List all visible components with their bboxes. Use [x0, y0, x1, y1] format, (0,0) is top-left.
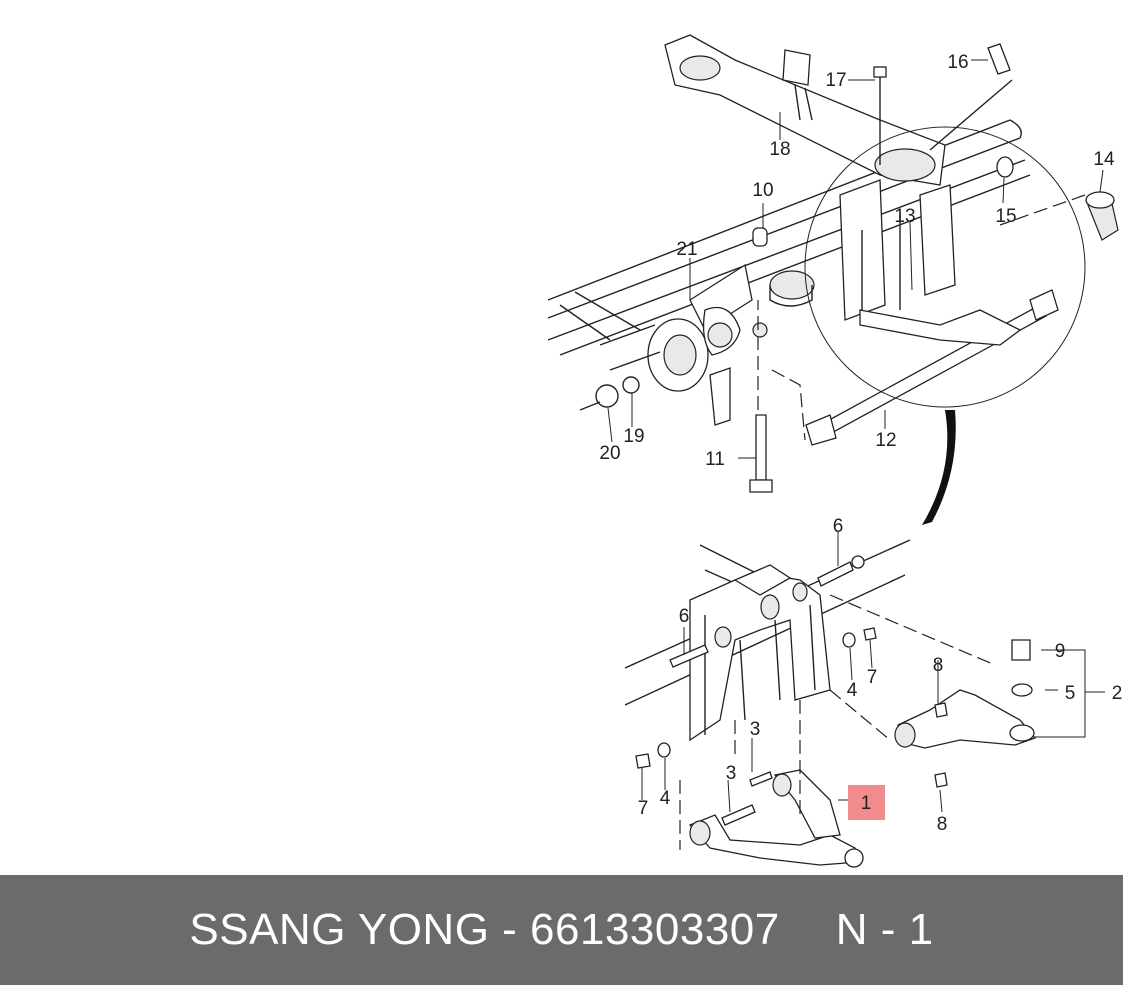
- callout-9: 9: [1055, 641, 1066, 662]
- leader-lines: [607, 59, 1105, 813]
- callout-18: 18: [769, 139, 790, 160]
- footer-caption: SSANG YONG - 6613303307 N - 1: [0, 875, 1123, 985]
- callout-21: 21: [676, 239, 697, 260]
- callout-11: 11: [705, 449, 725, 470]
- footer-separator: -: [489, 905, 531, 954]
- callout-labels: 1 2 3 3 4 4 5 6 6 7 7 8 8 9 10 11 12 13 …: [599, 52, 1122, 835]
- callout-4-right: 4: [847, 680, 858, 701]
- callout-8-upper: 8: [933, 655, 944, 676]
- callout-10: 10: [752, 180, 773, 201]
- upper-frame-assembly: [547, 34, 1119, 525]
- footer-ref: N - 1: [835, 905, 934, 954]
- callout-7-right: 7: [867, 667, 878, 688]
- callout-3-upper: 3: [750, 719, 761, 740]
- callout-7-left: 7: [638, 798, 649, 819]
- lower-arm-assembly: [624, 539, 1037, 868]
- footer-part-number: 6613303307: [530, 905, 780, 954]
- callout-13: 13: [894, 206, 915, 227]
- callout-8-lower: 8: [937, 814, 948, 835]
- parts-diagram: 1 2 3 3 4 4 5 6 6 7 7 8 8 9 10 11 12 13 …: [547, 34, 1122, 868]
- footer-brand: SSANG YONG: [189, 905, 490, 954]
- callout-16: 16: [947, 52, 968, 73]
- callout-14: 14: [1093, 149, 1115, 170]
- callout-2: 2: [1112, 683, 1123, 704]
- callout-19: 19: [623, 426, 644, 447]
- callout-6-upper: 6: [833, 516, 844, 537]
- callout-20: 20: [599, 443, 620, 464]
- callout-1: 1: [861, 793, 872, 814]
- callout-17: 17: [825, 70, 846, 91]
- highlight-box-part-1: [848, 785, 885, 820]
- callout-15: 15: [995, 206, 1016, 227]
- callout-6-left: 6: [679, 606, 690, 627]
- callout-4-left: 4: [660, 788, 671, 809]
- callout-5: 5: [1065, 683, 1076, 704]
- callout-12: 12: [875, 430, 896, 451]
- callout-3-lower: 3: [726, 763, 737, 784]
